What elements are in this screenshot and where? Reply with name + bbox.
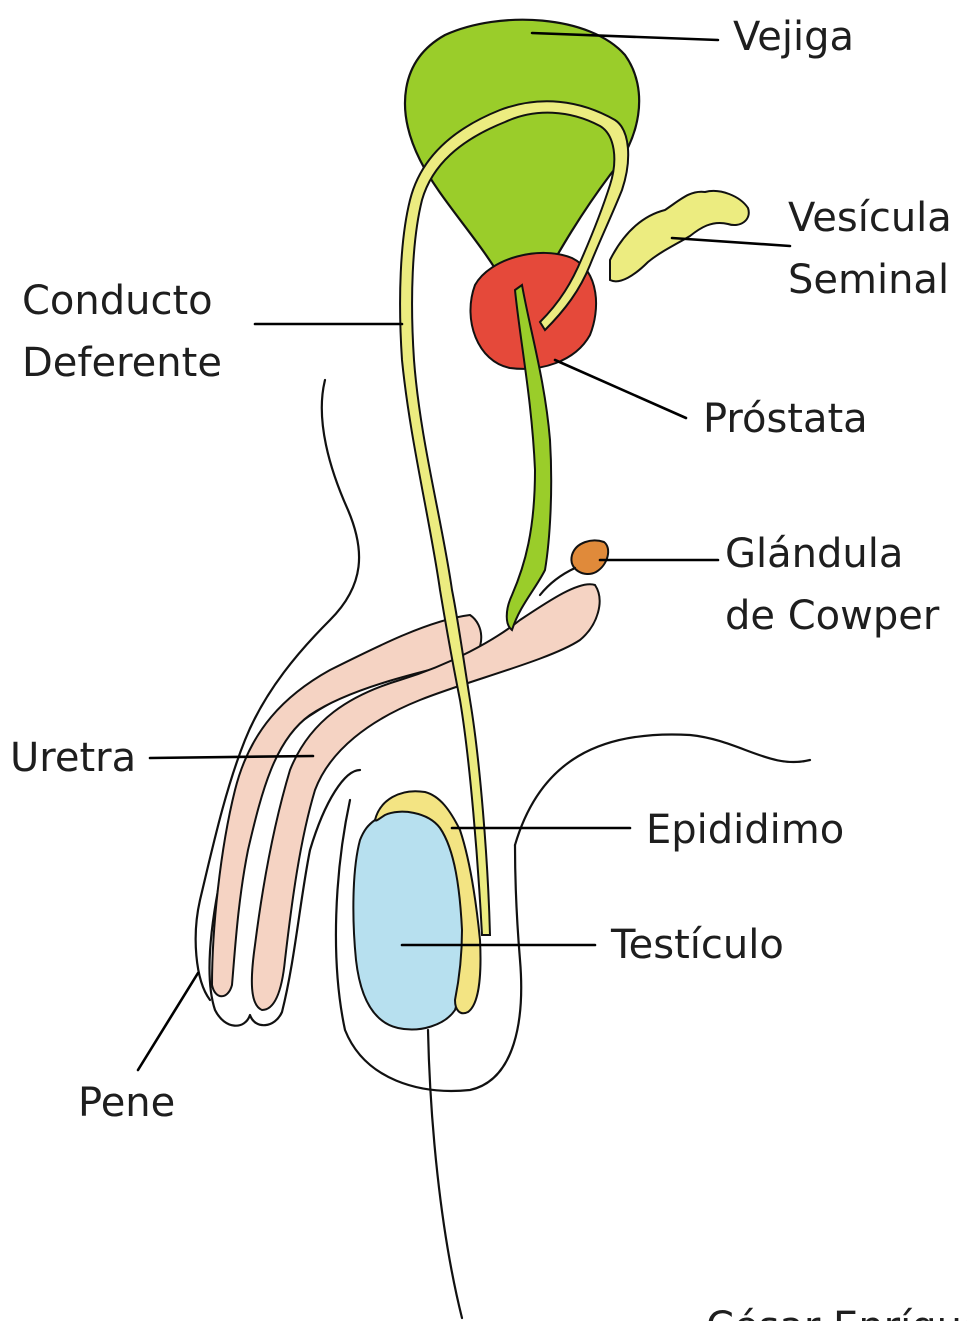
label-conducto-line1: Conducto [22, 278, 213, 324]
label-pene: Pene [78, 1080, 175, 1126]
seminal-vesicle [610, 191, 749, 281]
label-glandula-line2: de Cowper [725, 593, 940, 639]
label-epididimo: Epididimo [646, 807, 844, 853]
label-conducto-line2: Deferente [22, 340, 222, 386]
label-uretra: Uretra [10, 735, 136, 781]
leader-vesicula [672, 238, 790, 246]
label-testiculo: Testículo [610, 922, 784, 968]
credit-text: César Enríquez [706, 1304, 967, 1321]
label-vesicula-line1: Vesícula [788, 195, 952, 241]
cowper-gland [571, 541, 608, 574]
leader-prostata [555, 360, 686, 418]
body-outline-leg [428, 1030, 462, 1318]
label-prostata: Próstata [703, 396, 868, 442]
label-glandula-line1: Glándula [725, 531, 903, 577]
label-vesicula-line2: Seminal [788, 257, 949, 303]
leader-pene [138, 973, 198, 1070]
leader-uretra [150, 756, 313, 758]
label-vejiga: Vejiga [733, 14, 854, 60]
